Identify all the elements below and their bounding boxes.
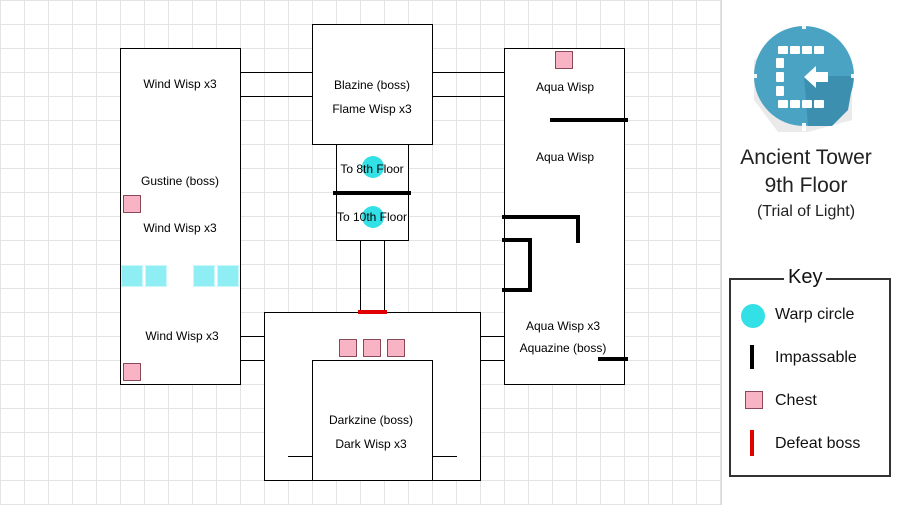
impassable-icon [750, 345, 754, 369]
defeat-boss-barrier [358, 310, 387, 314]
south-hall-stub-right [432, 456, 457, 457]
key-label-impassable: Impassable [775, 349, 857, 366]
corridor-west-south [240, 360, 265, 361]
east-top-enemy-label: Aqua Wisp [535, 80, 595, 94]
map-title-line1: Ancient Tower [740, 146, 872, 169]
chest[interactable] [123, 363, 141, 381]
corridor-warp-south [384, 240, 385, 313]
corridor-west-north [240, 72, 313, 73]
north-hall-room [312, 24, 433, 145]
warp-circle-up[interactable] [362, 156, 384, 178]
chest[interactable] [555, 51, 573, 69]
north-enemy-label: Flame Wisp x3 [332, 102, 412, 116]
west-boss-label: Gustine (boss) [140, 174, 220, 188]
map-subtitle: (Trial of Light) [756, 203, 856, 220]
corridor-warp-south [360, 240, 361, 313]
light-tile [193, 265, 215, 287]
chest[interactable] [123, 195, 141, 213]
west-wing-room [120, 48, 241, 385]
corridor-north-east [432, 96, 505, 97]
west-mid-enemy-label: Wind Wisp x3 [143, 221, 217, 235]
impassable-wall-east-bracket [502, 288, 532, 292]
corridor-north-east [432, 72, 505, 73]
floor-map: Wind Wisp x3 Gustine (boss) Wind Wisp x3… [0, 0, 722, 505]
map-title-line2: 9th Floor [764, 174, 848, 197]
gate-emblem-icon [749, 21, 859, 132]
corridor-south-east [480, 360, 505, 361]
light-tile [217, 265, 239, 287]
east-boss-label: Aquazine (boss) [519, 341, 607, 355]
light-tile [145, 265, 167, 287]
warp-down-label: To 10th Floor [336, 210, 408, 224]
impassable-wall-east-bracket [502, 238, 532, 242]
light-tile [121, 265, 143, 287]
chest[interactable] [387, 339, 405, 357]
key-label-chest: Chest [775, 392, 817, 409]
corridor-west-north [240, 96, 313, 97]
chest[interactable] [339, 339, 357, 357]
impassable-wall-east-top [550, 118, 628, 122]
corridor-south-east [480, 336, 505, 337]
warp-circle-down[interactable] [362, 206, 384, 228]
key-title: Key [784, 264, 827, 290]
south-inner-room [312, 360, 433, 481]
west-bottom-enemy-label: Wind Wisp x3 [145, 329, 219, 343]
chest[interactable] [363, 339, 381, 357]
south-enemy-label: Dark Wisp x3 [335, 437, 407, 451]
impassable-wall-warp-divider [333, 191, 411, 195]
key-label-warp: Warp circle [775, 306, 855, 323]
north-boss-label: Blazine (boss) [333, 78, 411, 92]
impassable-wall-east-hook [502, 215, 580, 219]
chest-icon [745, 391, 763, 409]
key-label-defeat-boss: Defeat boss [775, 435, 861, 452]
warp-circle-icon [741, 304, 765, 328]
warp-up-label: To 8th Floor [340, 162, 404, 176]
corridor-west-south [240, 336, 265, 337]
west-top-enemy-label: Wind Wisp x3 [143, 77, 217, 91]
east-bottom-enemy-label: Aqua Wisp x3 [525, 319, 601, 333]
impassable-wall-east-bottom [598, 357, 628, 361]
south-hall-stub-left [288, 456, 313, 457]
south-boss-label: Darkzine (boss) [328, 413, 414, 427]
impassable-wall-east-bracket [528, 238, 532, 292]
impassable-wall-east-hook [576, 215, 580, 243]
east-mid-enemy-label: Aqua Wisp [535, 150, 595, 164]
defeat-boss-icon [750, 430, 754, 456]
